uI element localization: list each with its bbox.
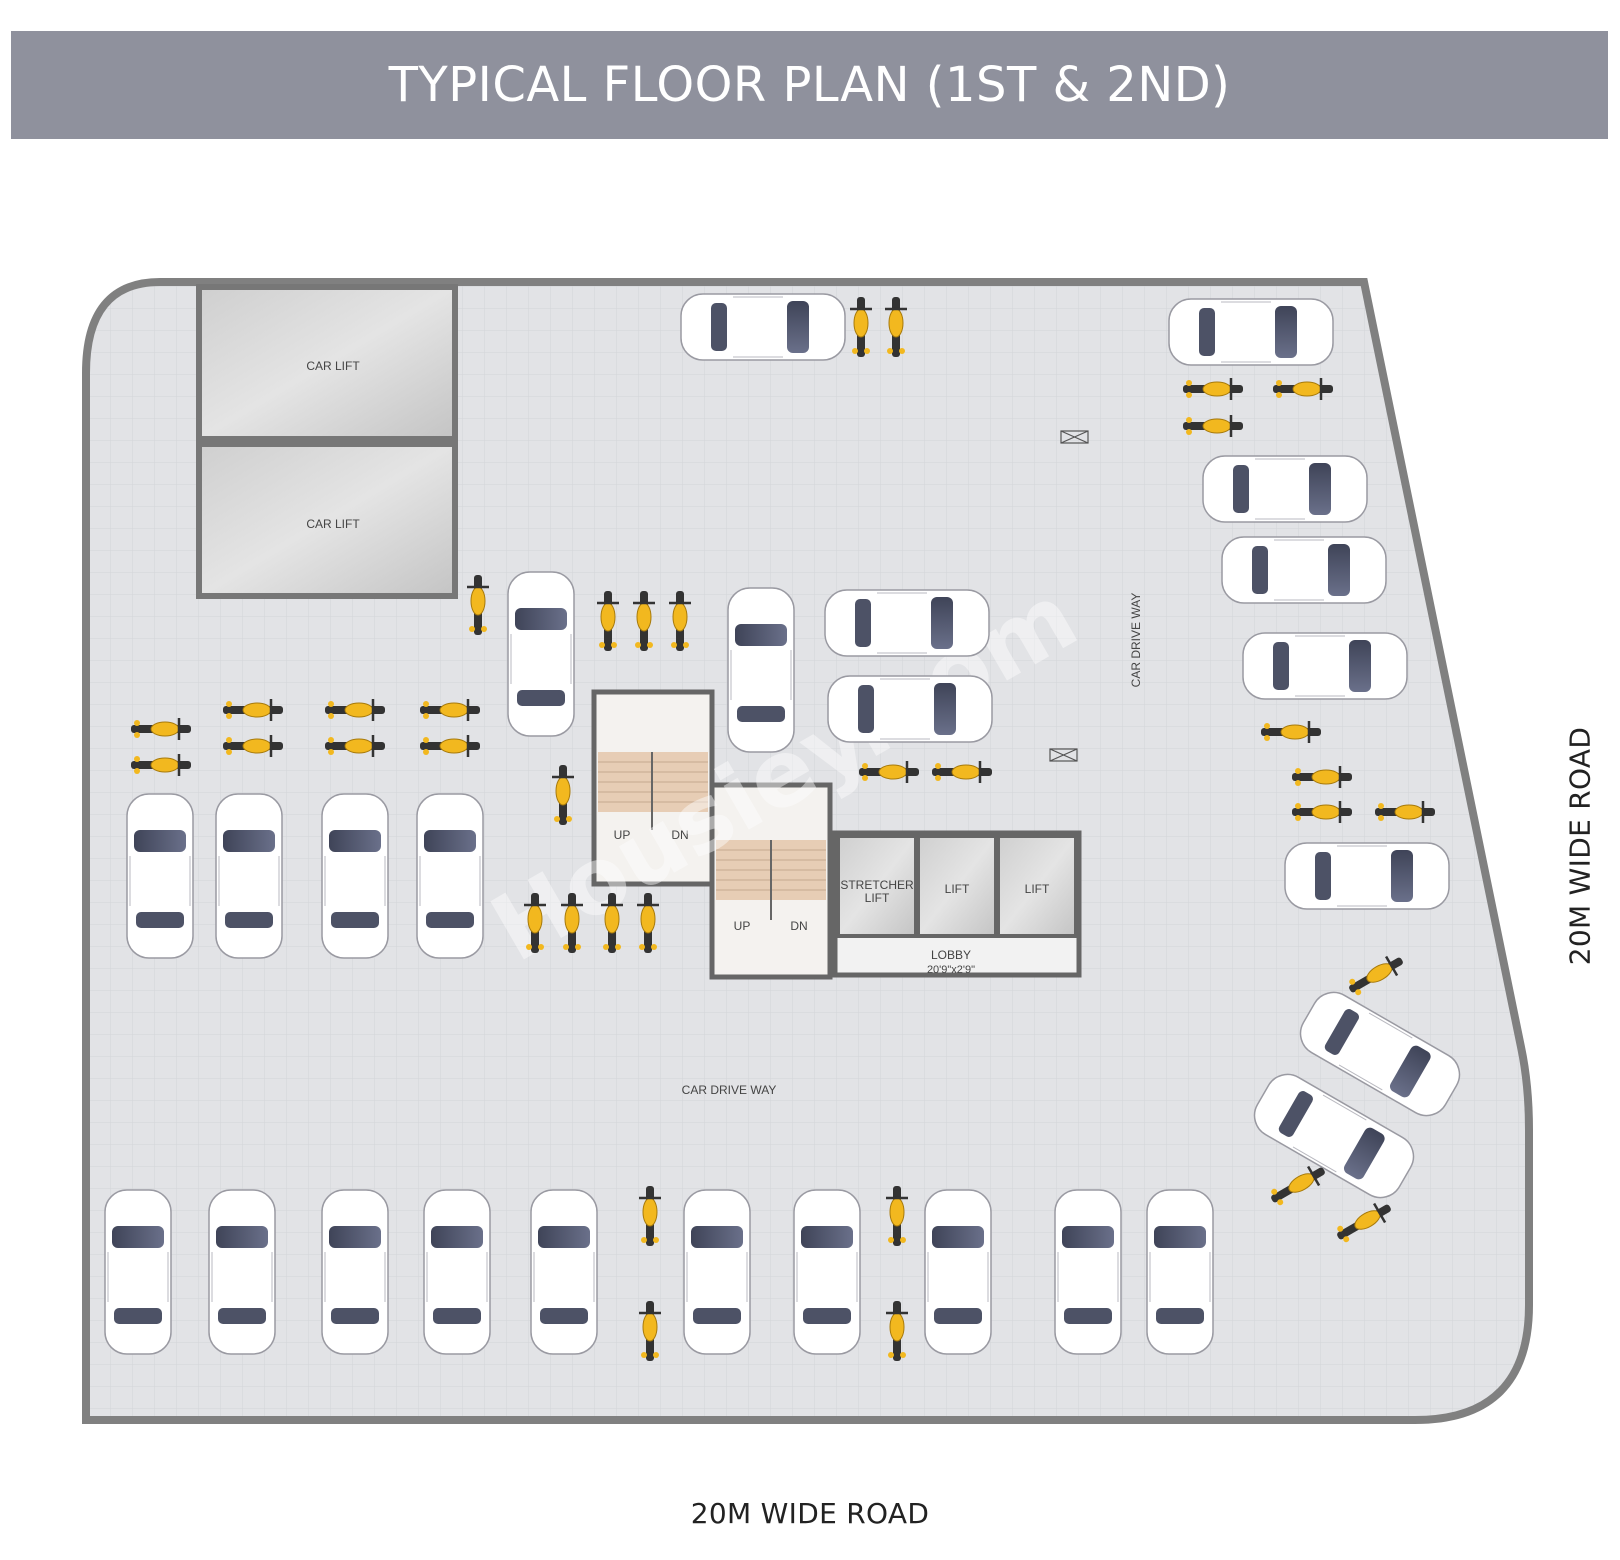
car-symbol <box>507 571 575 737</box>
motorbike-symbol <box>601 893 623 953</box>
motorbike-symbol <box>886 1301 908 1361</box>
motorbike-symbol <box>1292 801 1352 823</box>
car-symbol <box>824 589 990 657</box>
motorbike-symbol <box>637 893 659 953</box>
lift-1-label: LIFT <box>945 882 970 896</box>
motorbike-symbol <box>1273 378 1333 400</box>
car-symbol <box>1221 536 1387 604</box>
car-symbol <box>1146 1189 1214 1355</box>
car-symbol <box>1054 1189 1122 1355</box>
car-symbol <box>1299 991 1461 1117</box>
car-symbol <box>1242 632 1408 700</box>
motorbike-symbol <box>1183 415 1243 437</box>
motorbike-symbol <box>597 591 619 651</box>
motorbike-symbol <box>1183 378 1243 400</box>
road-label-bottom: 20M WIDE ROAD <box>690 1497 930 1530</box>
motorbike-symbol <box>325 735 385 757</box>
car-symbol <box>924 1189 992 1355</box>
car-symbol <box>530 1189 598 1355</box>
shaft-marker-2 <box>1049 748 1078 762</box>
stair1-up-label: UP <box>614 828 631 842</box>
motorbike-symbol <box>850 297 872 357</box>
staircase-2: UP DN <box>709 782 833 980</box>
motorbike-symbol <box>1337 1202 1391 1243</box>
motorbike-symbol <box>639 1301 661 1361</box>
motorbike-symbol <box>633 591 655 651</box>
motorbike-symbol <box>524 893 546 953</box>
motorbike-symbol <box>1375 801 1435 823</box>
lift-core: STRETCHER LIFT LIFT LIFT LOBBY 20'9"x2'9… <box>832 830 1082 978</box>
motorbike-symbol <box>131 718 191 740</box>
car-lift-2-label: CAR LIFT <box>306 517 360 531</box>
motorbike-symbol <box>932 761 992 783</box>
lobby-dimension-label: 20'9"x2'9" <box>927 964 975 976</box>
motorbike-symbol <box>885 297 907 357</box>
car-symbol <box>1168 298 1334 366</box>
motorbike-symbol <box>1292 766 1352 788</box>
motorbike-symbol <box>1271 1165 1325 1206</box>
car-symbol <box>423 1189 491 1355</box>
lift-2-label: LIFT <box>1025 882 1050 896</box>
motorbike-symbol <box>552 765 574 825</box>
motorbike-symbol <box>1261 721 1321 743</box>
motorbike-symbol <box>561 893 583 953</box>
car-drive-way-vertical-label: CAR DRIVE WAY <box>1129 593 1143 688</box>
stair2-up-label: UP <box>734 919 751 933</box>
motorbike-symbol <box>1349 955 1403 996</box>
car-symbol <box>208 1189 276 1355</box>
page-title: TYPICAL FLOOR PLAN (1ST & 2ND) <box>388 57 1231 113</box>
car-symbol <box>126 793 194 959</box>
car-symbol <box>321 793 389 959</box>
road-label-right: 20M WIDE ROAD <box>1563 726 1597 966</box>
car-symbol <box>1202 455 1368 523</box>
car-symbol <box>1253 1073 1415 1199</box>
motorbike-symbol <box>223 735 283 757</box>
car-symbol <box>683 1189 751 1355</box>
car-symbol <box>1284 842 1450 910</box>
car-drive-way-label: CAR DRIVE WAY <box>682 1083 777 1097</box>
motorbike-symbol <box>420 699 480 721</box>
motorbike-symbol <box>467 575 489 635</box>
title-bar: TYPICAL FLOOR PLAN (1ST & 2ND) <box>11 31 1608 139</box>
stretcher-lift-label: STRETCHER <box>840 878 914 892</box>
motorbike-symbol <box>669 591 691 651</box>
motorbike-symbol <box>223 699 283 721</box>
car-symbol <box>215 793 283 959</box>
stretcher-lift-label-2: LIFT <box>865 891 890 905</box>
motorbike-symbol <box>639 1186 661 1246</box>
motorbike-symbol <box>420 735 480 757</box>
stair1-dn-label: DN <box>671 828 688 842</box>
car-symbol <box>793 1189 861 1355</box>
motorbike-symbol <box>859 761 919 783</box>
car-lift-2: CAR LIFT <box>196 441 458 599</box>
car-lift-1: CAR LIFT <box>196 284 458 442</box>
car-lift-1-label: CAR LIFT <box>306 359 360 373</box>
car-symbol <box>321 1189 389 1355</box>
parking-vehicles <box>104 293 1461 1361</box>
car-symbol <box>680 293 846 361</box>
lobby-label: LOBBY <box>931 948 971 962</box>
car-symbol <box>104 1189 172 1355</box>
car-symbol <box>727 587 795 753</box>
car-symbol <box>827 675 993 743</box>
staircase-1: UP DN <box>591 689 715 887</box>
motorbike-symbol <box>325 699 385 721</box>
car-symbol <box>416 793 484 959</box>
shaft-marker-1 <box>1060 430 1089 444</box>
motorbike-symbol <box>131 754 191 776</box>
stair2-dn-label: DN <box>790 919 807 933</box>
motorbike-symbol <box>886 1186 908 1246</box>
